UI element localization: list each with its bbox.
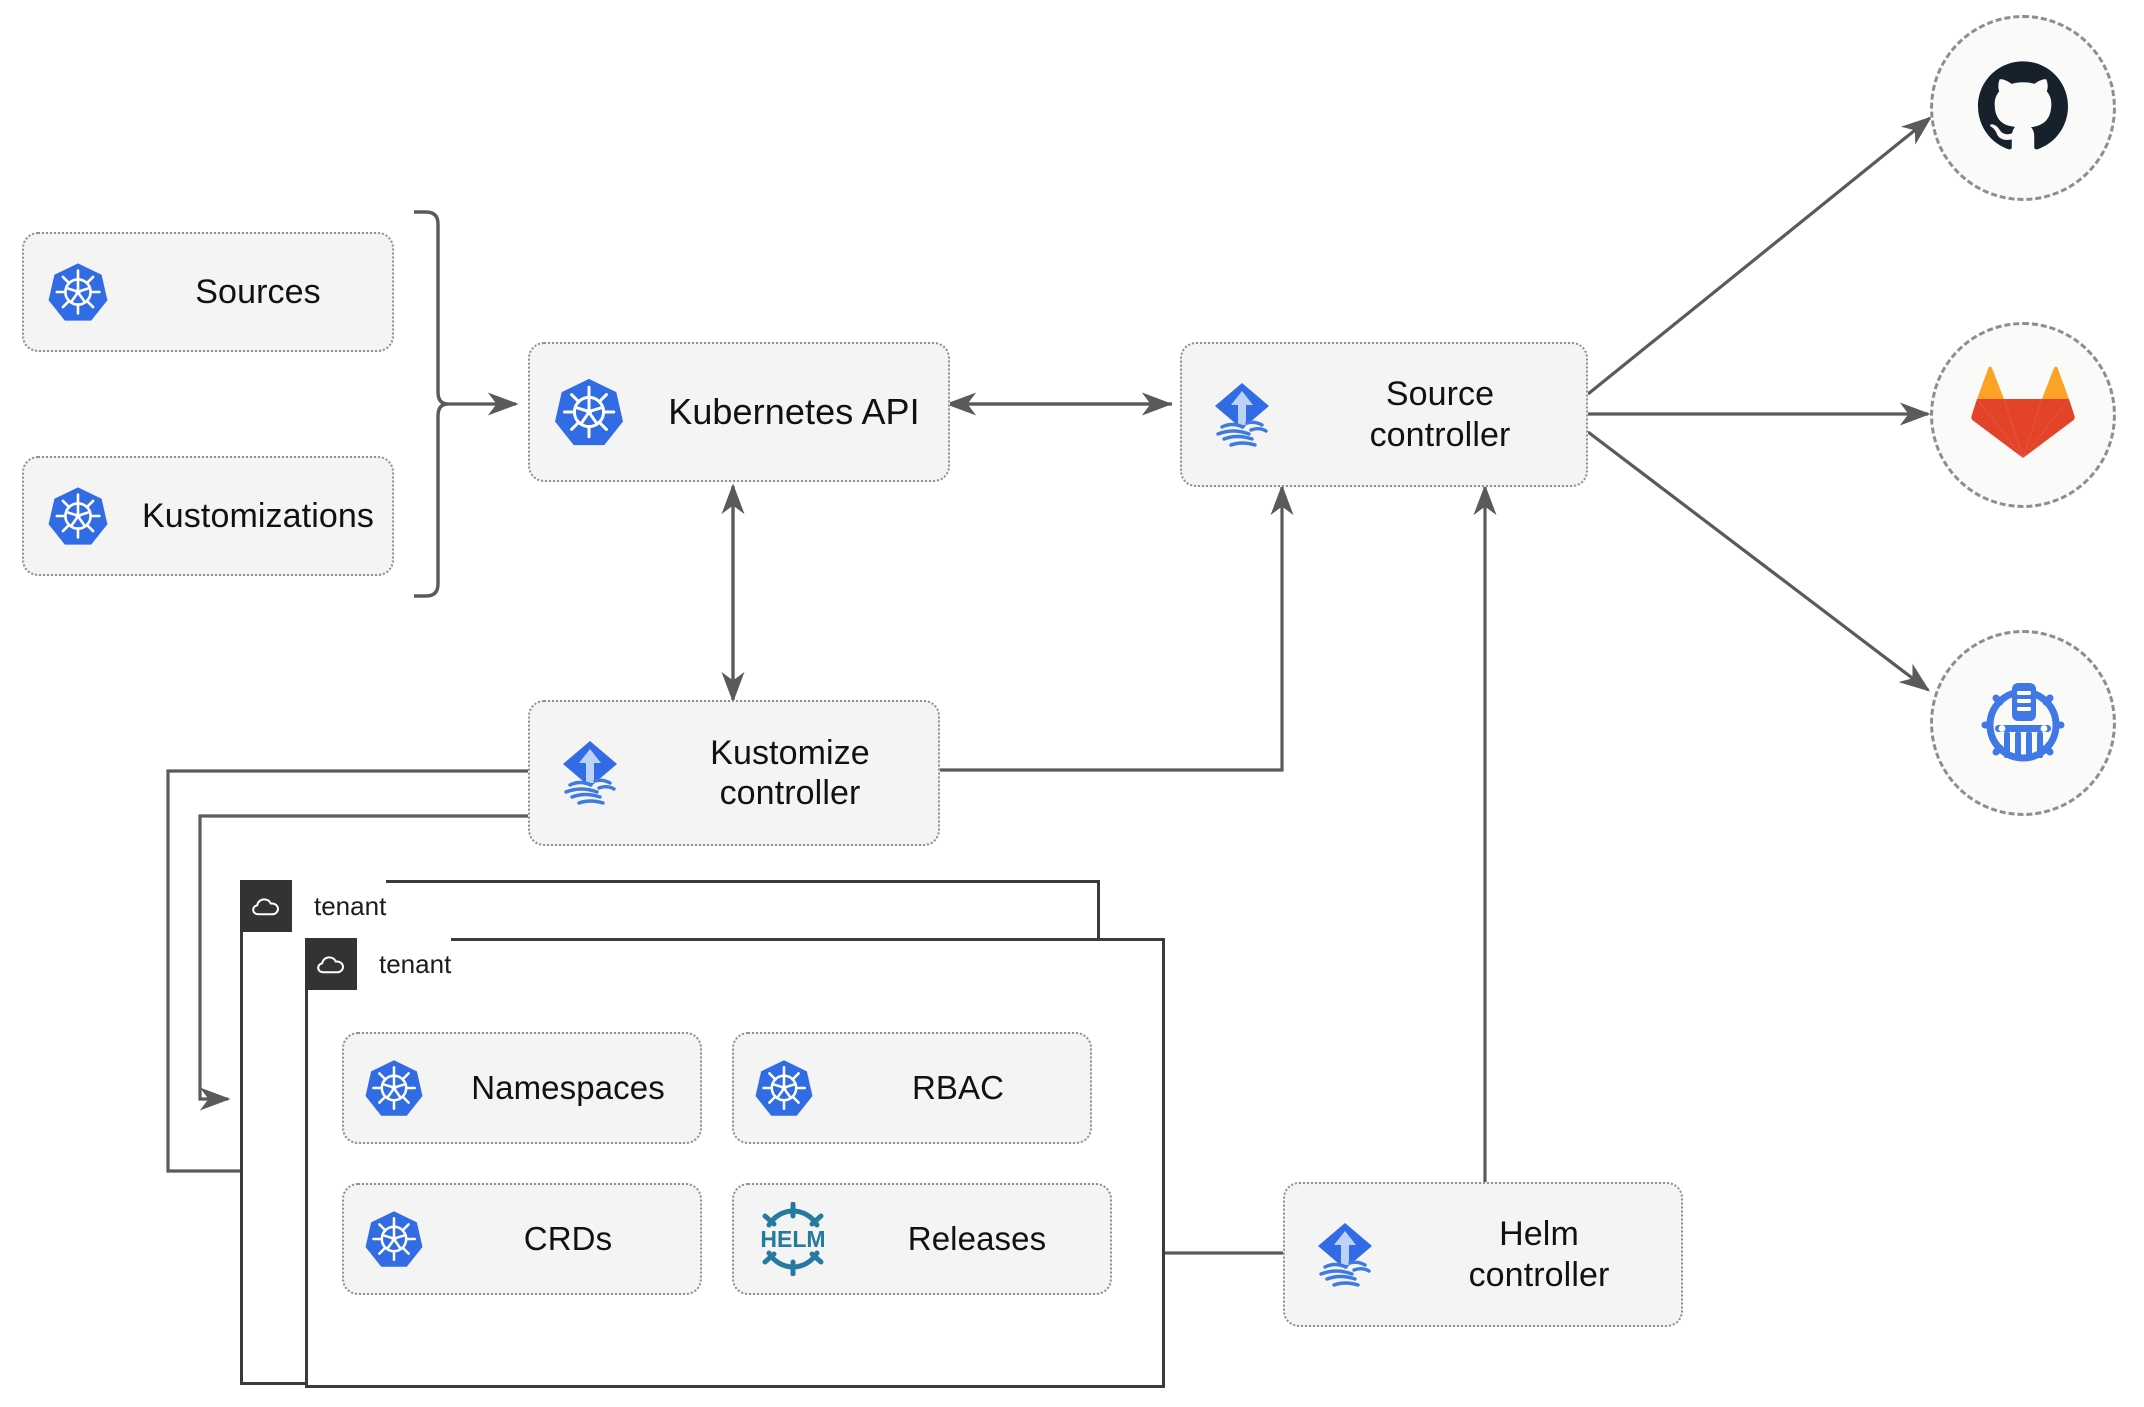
node-label: Namespaces	[471, 1068, 665, 1106]
node-kustomizations[interactable]: Kustomizations	[22, 456, 394, 576]
kubernetes-icon	[734, 1057, 834, 1119]
gitlab-icon	[1971, 363, 2075, 468]
kubernetes-icon	[24, 260, 132, 324]
node-source-controller[interactable]: Source controller	[1180, 342, 1588, 487]
external-github[interactable]	[1930, 15, 2116, 201]
node-label: Helm controller	[1468, 1215, 1610, 1294]
node-namespaces[interactable]: Namespaces	[342, 1032, 702, 1144]
tenant-header-outer: tenant	[240, 880, 387, 932]
kubernetes-icon	[530, 375, 648, 449]
kubernetes-icon	[344, 1208, 444, 1270]
github-icon	[1973, 56, 2073, 161]
external-helm-repository[interactable]	[1930, 630, 2116, 816]
kubernetes-icon	[24, 484, 132, 548]
node-kubernetes-api[interactable]: Kubernetes API	[528, 342, 950, 482]
node-label: Sources	[195, 272, 321, 311]
node-releases[interactable]: HELM Releases	[732, 1183, 1112, 1295]
node-helm-controller[interactable]: Helm controller	[1283, 1182, 1683, 1327]
tenant-label-inner: tenant	[379, 948, 452, 979]
cloud-icon	[305, 938, 357, 990]
external-gitlab[interactable]	[1930, 322, 2116, 508]
node-kustomize-controller[interactable]: Kustomize controller	[528, 700, 940, 846]
node-label: RBAC	[911, 1068, 1005, 1106]
node-rbac[interactable]: RBAC	[732, 1032, 1092, 1144]
node-label: Releases	[907, 1219, 1047, 1257]
kubernetes-icon	[344, 1057, 444, 1119]
node-label: Source controller	[1369, 375, 1511, 454]
flux-icon	[1182, 375, 1302, 455]
tenant-label-outer: tenant	[314, 890, 387, 921]
flux-icon	[1285, 1215, 1405, 1295]
helm-icon: HELM	[734, 1202, 852, 1276]
node-crds[interactable]: CRDs	[342, 1183, 702, 1295]
node-label: CRDs	[523, 1219, 613, 1257]
node-label: Kubernetes API	[668, 390, 920, 432]
node-sources[interactable]: Sources	[22, 232, 394, 352]
helm-chart-repository-icon	[1971, 669, 2075, 778]
tenant-header-inner: tenant	[305, 938, 452, 990]
flux-icon	[530, 733, 650, 813]
node-label: Kustomizations	[142, 496, 374, 535]
tenant-container-inner[interactable]: tenant	[305, 938, 1165, 1388]
svg-text:HELM: HELM	[760, 1226, 825, 1252]
cloud-icon	[240, 880, 292, 932]
node-label: Kustomize controller	[710, 733, 870, 812]
